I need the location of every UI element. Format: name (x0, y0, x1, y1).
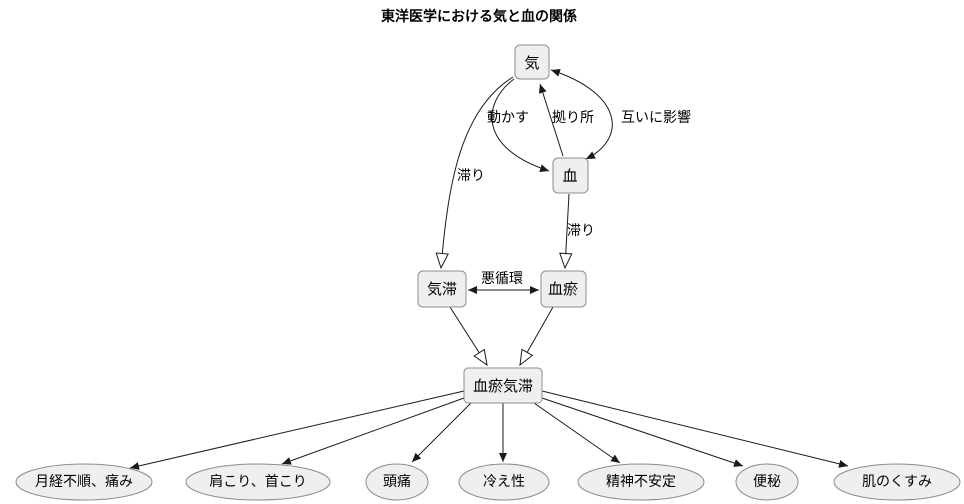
node-combined-label: 血瘀気滞 (473, 377, 533, 395)
symptom-ellipse (833, 463, 961, 501)
node-blood-box (552, 157, 589, 194)
node-qi-box (514, 44, 550, 80)
symptom-label: 頭痛 (383, 473, 411, 490)
page-title: 東洋医学における気と血の関係 (381, 8, 577, 25)
node-qi-stagnation-label: 気滞 (427, 280, 457, 298)
symptom-label: 冷え性 (483, 474, 525, 490)
edge-qi-stagnates (435, 76, 514, 270)
node-blood-label: 血 (562, 167, 577, 185)
symptom-label: 月経不順、痛み (35, 473, 133, 490)
node-qi-stagnation: 気滞 (417, 270, 467, 308)
node-qi-stagnation-box (417, 270, 467, 308)
edge-combined-to-symptom-1 (281, 397, 465, 465)
edge-label-mutual-influence: 互いに影響 (621, 109, 691, 126)
edge-combined-to-symptom-6 (541, 390, 849, 468)
symptom-label: 肩こり、首こり (209, 474, 306, 490)
symptom-node-4: 精神不安定 (577, 463, 705, 501)
edge-mutual-influence (550, 68, 613, 160)
edge-combined-to-symptom-0 (129, 390, 465, 470)
edge-label-stagnation-qi: 滞り (457, 168, 485, 184)
edge-label-moves: 動かす (487, 110, 529, 126)
edge-blood-stagnates (559, 193, 573, 270)
edge-qi-stagnation-to-combined (449, 306, 488, 367)
node-qi: 気 (514, 44, 550, 80)
edge-label-anchor: 拠り所 (552, 110, 594, 126)
node-blood-stasis: 血瘀 (540, 270, 587, 308)
edge-combined-to-symptom-2 (411, 402, 472, 463)
symptom-node-0: 月経不順、痛み (15, 463, 153, 501)
node-combined-box (463, 367, 543, 404)
symptom-node-3: 冷え性 (458, 463, 550, 501)
node-blood-stasis-box (540, 270, 587, 308)
symptom-node-5: 便秘 (735, 463, 799, 501)
symptom-label: 精神不安定 (606, 474, 676, 490)
symptom-node-6: 肌のくすみ (833, 463, 961, 501)
node-blood-stasis-label: 血瘀 (548, 280, 578, 298)
symptom-node-2: 頭痛 (365, 463, 429, 501)
symptom-ellipse (577, 463, 705, 501)
node-combined-stasis-stagnation: 血瘀気滞 (463, 367, 543, 404)
edge-qi-moves-blood (491, 78, 550, 173)
edge-combined-to-symptom-4 (533, 402, 621, 464)
symptom-label: 肌のくすみ (862, 474, 932, 490)
symptom-ellipse (365, 463, 429, 501)
symptom-ellipse (185, 463, 331, 501)
symptom-label: 便秘 (753, 474, 781, 490)
symptom-node-1: 肩こり、首こり (185, 463, 331, 501)
edge-label-stagnation-blood: 滞り (567, 223, 595, 239)
node-qi-label: 気 (524, 54, 539, 72)
edge-blood-stasis-to-combined (519, 306, 554, 367)
node-blood: 血 (552, 157, 589, 194)
edge-label-vicious-cycle: 悪循環 (481, 271, 523, 287)
edge-combined-to-symptom-5 (541, 397, 744, 467)
symptom-ellipse (458, 463, 550, 501)
symptom-ellipse (15, 463, 153, 501)
symptom-ellipse (735, 463, 799, 501)
